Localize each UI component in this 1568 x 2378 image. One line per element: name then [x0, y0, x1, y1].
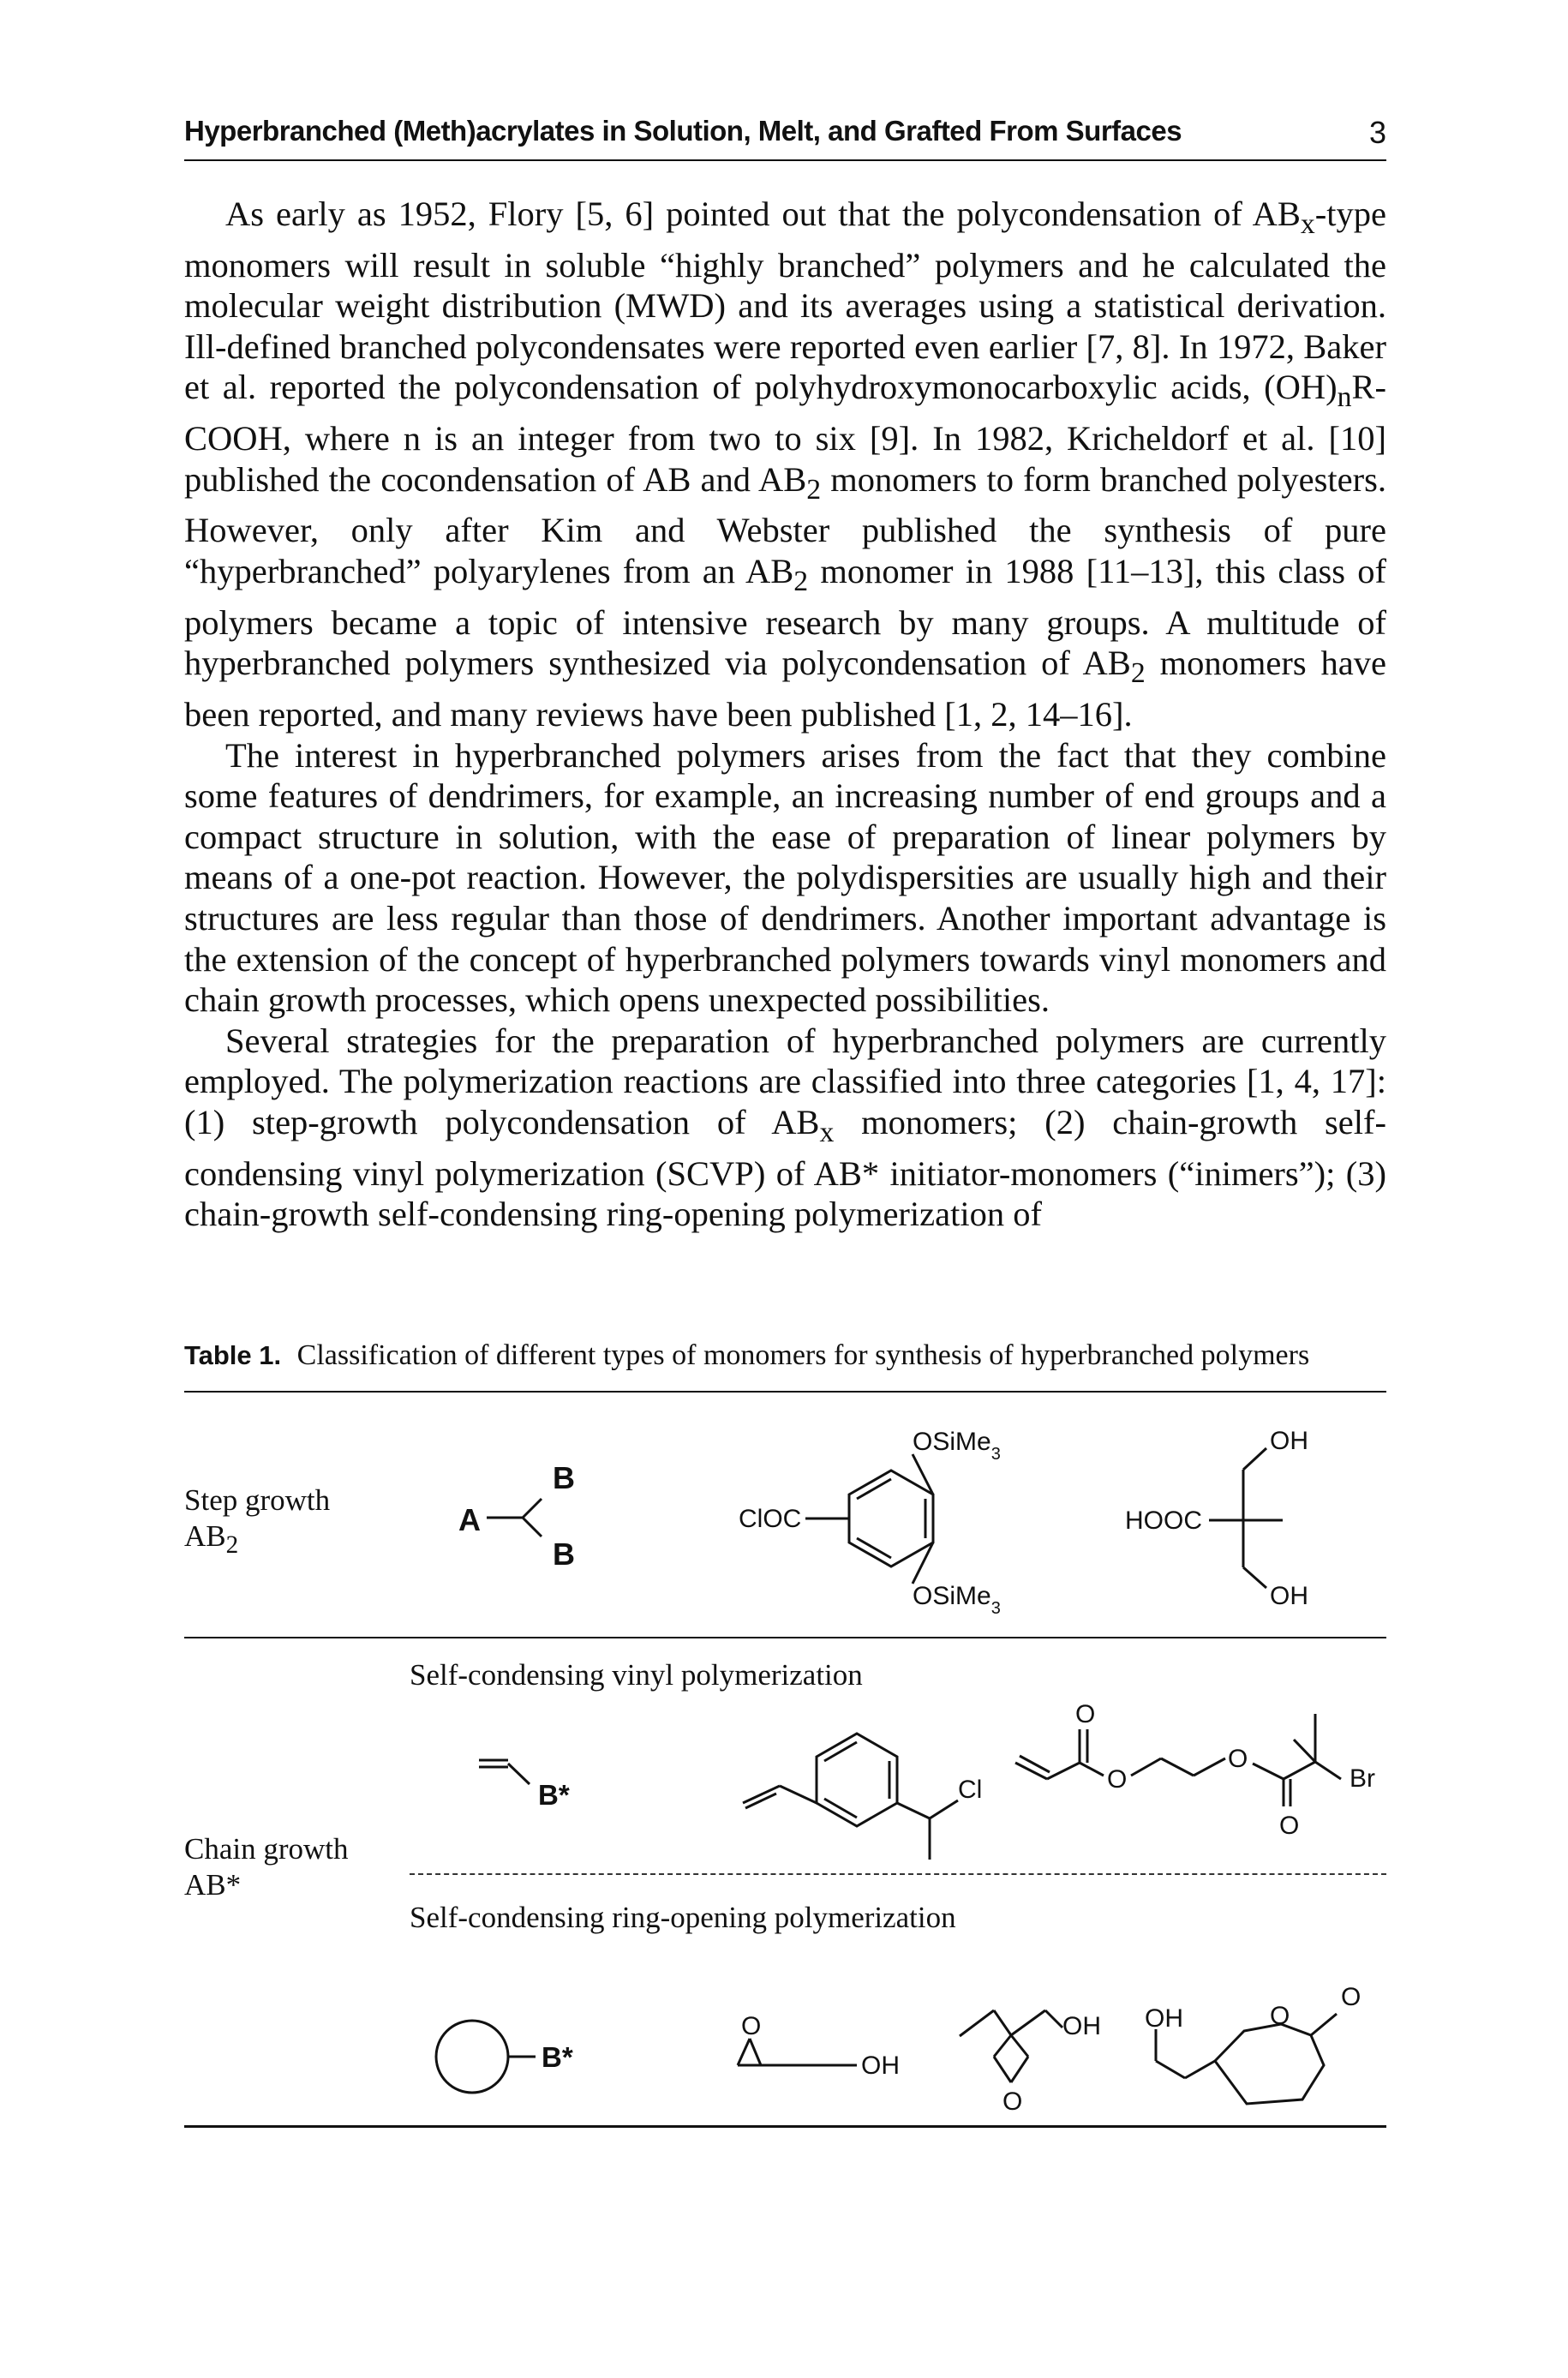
atom-label: B	[553, 1536, 575, 1572]
atom-label: O	[1107, 1765, 1127, 1794]
atom-label: B	[553, 1460, 575, 1495]
table-bottom-rule	[184, 2125, 1386, 2128]
scrop-section-title: Self-condensing ring-opening polymerizat…	[410, 1901, 956, 1934]
atom-label: Br	[1350, 1764, 1375, 1793]
row-label-line: Chain growth	[184, 1832, 349, 1866]
acrylate-inimer-structure	[1014, 1714, 1342, 1806]
table-top-rule	[184, 1391, 1386, 1393]
row-label-line: AB2	[184, 1519, 239, 1559]
atom-label: OSiMe3	[913, 1582, 1001, 1618]
atom-label: B*	[542, 2041, 573, 2073]
table-caption-label: Table 1.	[184, 1340, 282, 1370]
paragraph: The interest in hyperbranched polymers a…	[184, 735, 1386, 1020]
structure-labels: A B B ClOC OSiMe3 OSiMe3 HOOC OH OH B* C…	[458, 1427, 1375, 2116]
row-label-line: AB*	[184, 1868, 242, 1902]
row-label-chain-growth: Chain growth AB*	[184, 1831, 349, 1903]
paragraph: As early as 1952, Flory [5, 6] pointed o…	[184, 195, 1386, 734]
atom-label: O	[1075, 1700, 1095, 1728]
atom-label: OH	[1062, 2012, 1101, 2040]
table-row-rule	[184, 1637, 1386, 1638]
header-rule	[184, 159, 1386, 161]
table-caption-text: Classification of different types of mon…	[296, 1339, 1310, 1371]
atom-label: O	[1270, 2002, 1290, 2030]
row-label-step-growth: Step growth AB2	[184, 1483, 330, 1563]
glycidol-structure	[736, 2038, 857, 2067]
atom-label: OSiMe3	[913, 1428, 1001, 1464]
ab2-generic-structure	[487, 1497, 543, 1538]
atom-label: ClOC	[739, 1505, 801, 1533]
hydroxy-acid-monomer-structure	[1209, 1447, 1283, 1590]
atom-label: B*	[538, 1779, 570, 1811]
atom-label: O	[1228, 1745, 1248, 1773]
atom-label: OH	[1270, 1582, 1308, 1610]
atom-label: HOOC	[1125, 1506, 1202, 1535]
vinyl-b-star-structure	[479, 1758, 531, 1786]
cyclic-b-star-structure	[434, 2019, 536, 2094]
atom-label: OH	[861, 2052, 900, 2080]
atom-label: O	[741, 2012, 761, 2040]
atom-label: Cl	[958, 1776, 982, 1804]
silyl-ether-monomer-structure	[805, 1453, 935, 1584]
page-number: 3	[1368, 115, 1386, 150]
atom-label: O	[1279, 1812, 1299, 1840]
body-text: As early as 1952, Flory [5, 6] pointed o…	[184, 194, 1386, 1235]
oxetane-structure	[959, 2009, 1064, 2083]
running-title: Hyperbranched (Meth)acrylates in Solutio…	[184, 115, 1182, 147]
atom-label: OH	[1145, 2004, 1183, 2033]
scvp-section-title: Self-condensing vinyl polymerization	[410, 1658, 863, 1692]
caprolactone-structure	[1154, 2012, 1338, 2105]
atom-label: O	[1341, 1983, 1361, 2011]
paragraph: Several strategies for the preparation o…	[184, 1021, 1386, 1234]
row-label-line: Step growth	[184, 1483, 331, 1517]
atom-label: OH	[1270, 1427, 1308, 1455]
atom-label: O	[1002, 2087, 1022, 2116]
table-dashed-divider	[410, 1873, 1386, 1875]
styrene-inimer-structure	[742, 1732, 959, 1860]
table-caption: Table 1. Classification of different typ…	[184, 1339, 1386, 1372]
atom-label: A	[458, 1502, 481, 1537]
